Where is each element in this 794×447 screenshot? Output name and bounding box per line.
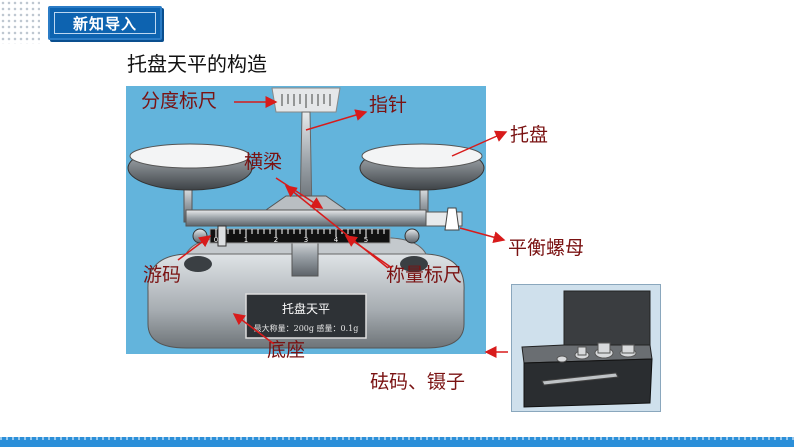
bottom-bar xyxy=(0,437,794,447)
label-weights-tweezers: 砝码、镊子 xyxy=(370,367,465,394)
rider xyxy=(218,226,226,246)
balance-illustration: 托盘天平 最大称量：200g 感量：0.1g xyxy=(126,86,486,354)
header-bar: 新知导入 xyxy=(0,0,794,44)
right-pan-rim xyxy=(362,144,482,168)
left-pan-rim xyxy=(130,144,250,168)
label-balance-nut: 平衡螺母 xyxy=(508,233,584,260)
label-base: 底座 xyxy=(267,335,305,362)
box-lid xyxy=(564,291,650,345)
beam-scale-label-2: 2 xyxy=(274,236,278,244)
nameplate-spec: 最大称量：200g 感量：0.1g xyxy=(254,323,359,333)
label-pointer: 指针 xyxy=(369,90,407,117)
label-beam-scale: 称量标尺 xyxy=(386,260,462,287)
label-beam: 横梁 xyxy=(244,147,282,174)
label-rider: 游码 xyxy=(143,260,181,287)
weights-box-image xyxy=(511,284,661,412)
section-tag: 新知导入 xyxy=(48,6,162,40)
dot-pattern xyxy=(0,0,40,44)
label-pan: 托盘 xyxy=(510,120,548,147)
right-balance-nut xyxy=(405,229,419,243)
left-foot xyxy=(184,256,212,272)
beam-body xyxy=(186,210,426,226)
beam-center xyxy=(266,196,346,210)
balance-nut-knob xyxy=(445,208,459,230)
beam-scale-label-5: 5 xyxy=(364,236,368,244)
balance-drawing: 托盘天平 最大称量：200g 感量：0.1g xyxy=(126,86,486,354)
label-scale-plate: 分度标尺 xyxy=(141,86,217,113)
left-balance-nut xyxy=(193,229,207,243)
weights-box-drawing xyxy=(512,285,660,411)
page-title: 托盘天平的构造 xyxy=(127,48,267,77)
nameplate-title: 托盘天平 xyxy=(282,301,330,316)
beam-scale-label-4: 4 xyxy=(334,236,339,244)
section-tag-label: 新知导入 xyxy=(54,12,156,34)
beam-scale-label-3: 3 xyxy=(304,236,308,244)
beam-scale-label-1: 1 xyxy=(244,236,248,244)
